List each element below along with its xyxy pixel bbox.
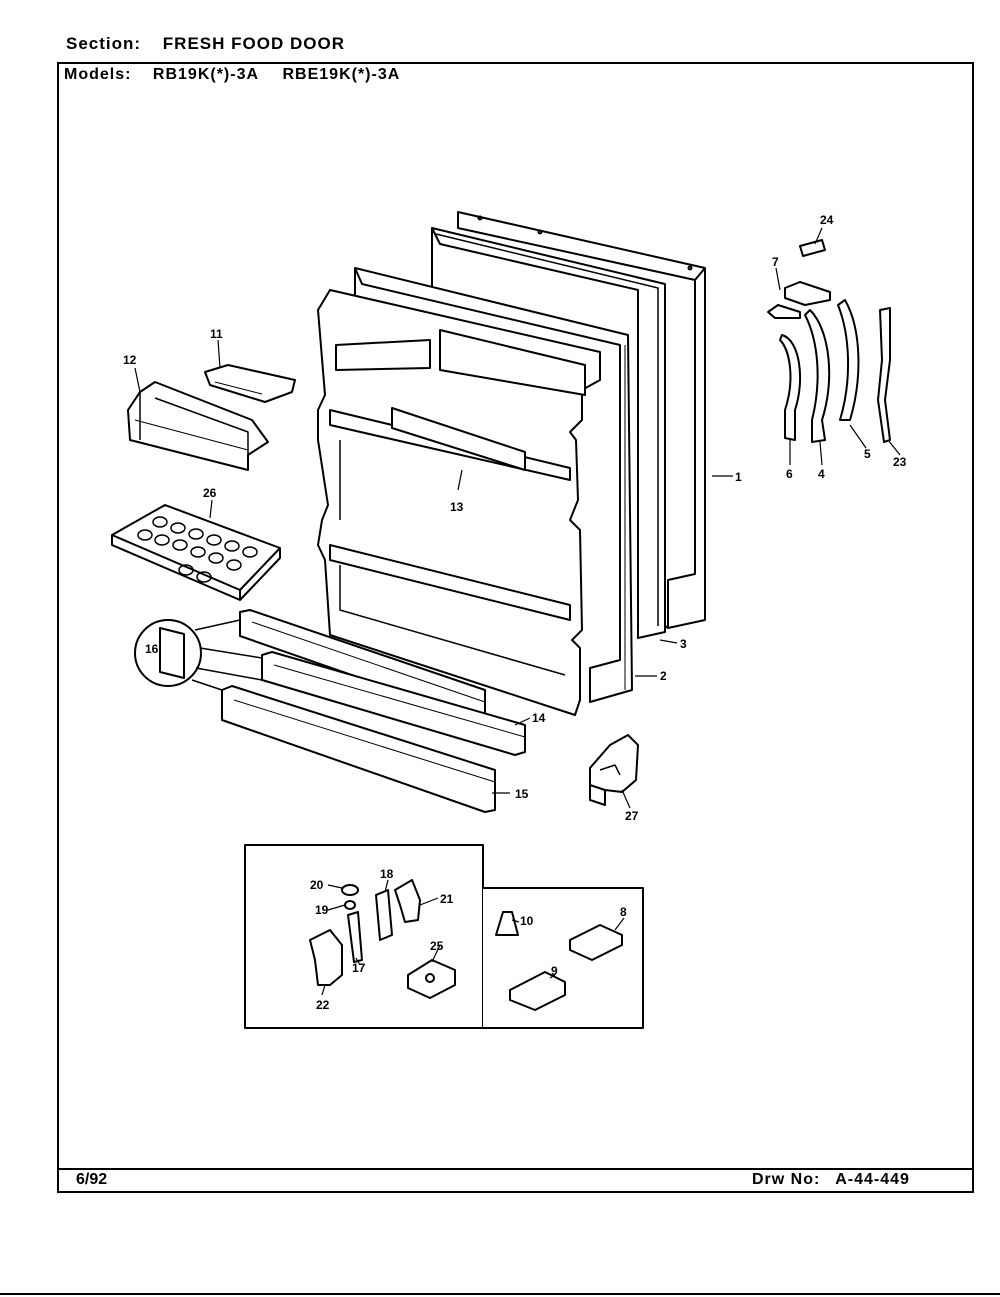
callout-26: 26: [203, 486, 217, 500]
footer-divider: [57, 1168, 974, 1170]
callout-25: 25: [430, 939, 444, 953]
drawing-number: Drw No: A-44-449: [752, 1171, 910, 1189]
callout-27: 27: [625, 809, 639, 823]
callout-4: 4: [818, 467, 825, 481]
revision-date: 6/92: [76, 1171, 108, 1188]
callout-12: 12: [123, 353, 137, 367]
models-heading: Models: RB19K(*)-3A RBE19K(*)-3A: [64, 66, 418, 84]
callout-19: 19: [315, 903, 329, 917]
callout-5: 5: [864, 447, 871, 461]
callout-6: 6: [786, 467, 793, 481]
callout-7: 7: [772, 255, 779, 269]
callout-11: 11: [210, 327, 223, 341]
section-value: FRESH FOOD DOOR: [162, 34, 345, 53]
diagram-frame: [57, 62, 974, 1193]
door-inner-frame: [317, 289, 601, 716]
callout-10: 10: [520, 914, 534, 928]
callout-16: 16: [145, 642, 159, 656]
hinge-inset-box: [244, 844, 484, 1029]
callout-18: 18: [380, 867, 394, 881]
callout-23: 23: [893, 455, 907, 469]
model-number: RB19K(*)-3A: [152, 66, 260, 83]
callout-14: 14: [532, 711, 546, 725]
drawing-number-value: A-44-449: [835, 1171, 910, 1188]
models-label: Models:: [64, 66, 132, 83]
callout-8: 8: [620, 905, 627, 919]
page-bottom-rule: [0, 1293, 1000, 1295]
drawing-number-label: Drw No:: [752, 1171, 821, 1188]
callout-15: 15: [515, 787, 529, 801]
callout-3: 3: [680, 637, 687, 651]
callout-17: 17: [352, 961, 366, 975]
callout-24: 24: [820, 213, 834, 227]
callout-9: 9: [551, 964, 558, 978]
egg-tray: [111, 504, 281, 601]
callout-21: 21: [440, 892, 454, 906]
callout-22: 22: [316, 998, 330, 1012]
bar-end-cap-detail: [134, 619, 263, 691]
hinge-parts: [767, 239, 891, 443]
door-stop-inset-box: [483, 887, 644, 1029]
door-shelf-bars: [221, 609, 526, 813]
callout-20: 20: [310, 878, 324, 892]
dairy-cover: [204, 364, 296, 403]
section-heading: Section: FRESH FOOD DOOR: [66, 34, 345, 54]
door-liner: [354, 267, 633, 703]
callout-13: 13: [450, 500, 464, 514]
callout-labels: 1 2 3 4 5 6 7 8 9 10 11 12 13 14 15 16 1…: [123, 213, 907, 1012]
callout-2: 2: [660, 669, 667, 683]
callout-1: 1: [735, 470, 742, 484]
section-label: Section:: [66, 34, 142, 53]
leader-lines: [134, 227, 901, 996]
shelf-bracket: [589, 734, 639, 806]
model-number: RBE19K(*)-3A: [282, 66, 401, 83]
butter-bin: [127, 381, 269, 471]
